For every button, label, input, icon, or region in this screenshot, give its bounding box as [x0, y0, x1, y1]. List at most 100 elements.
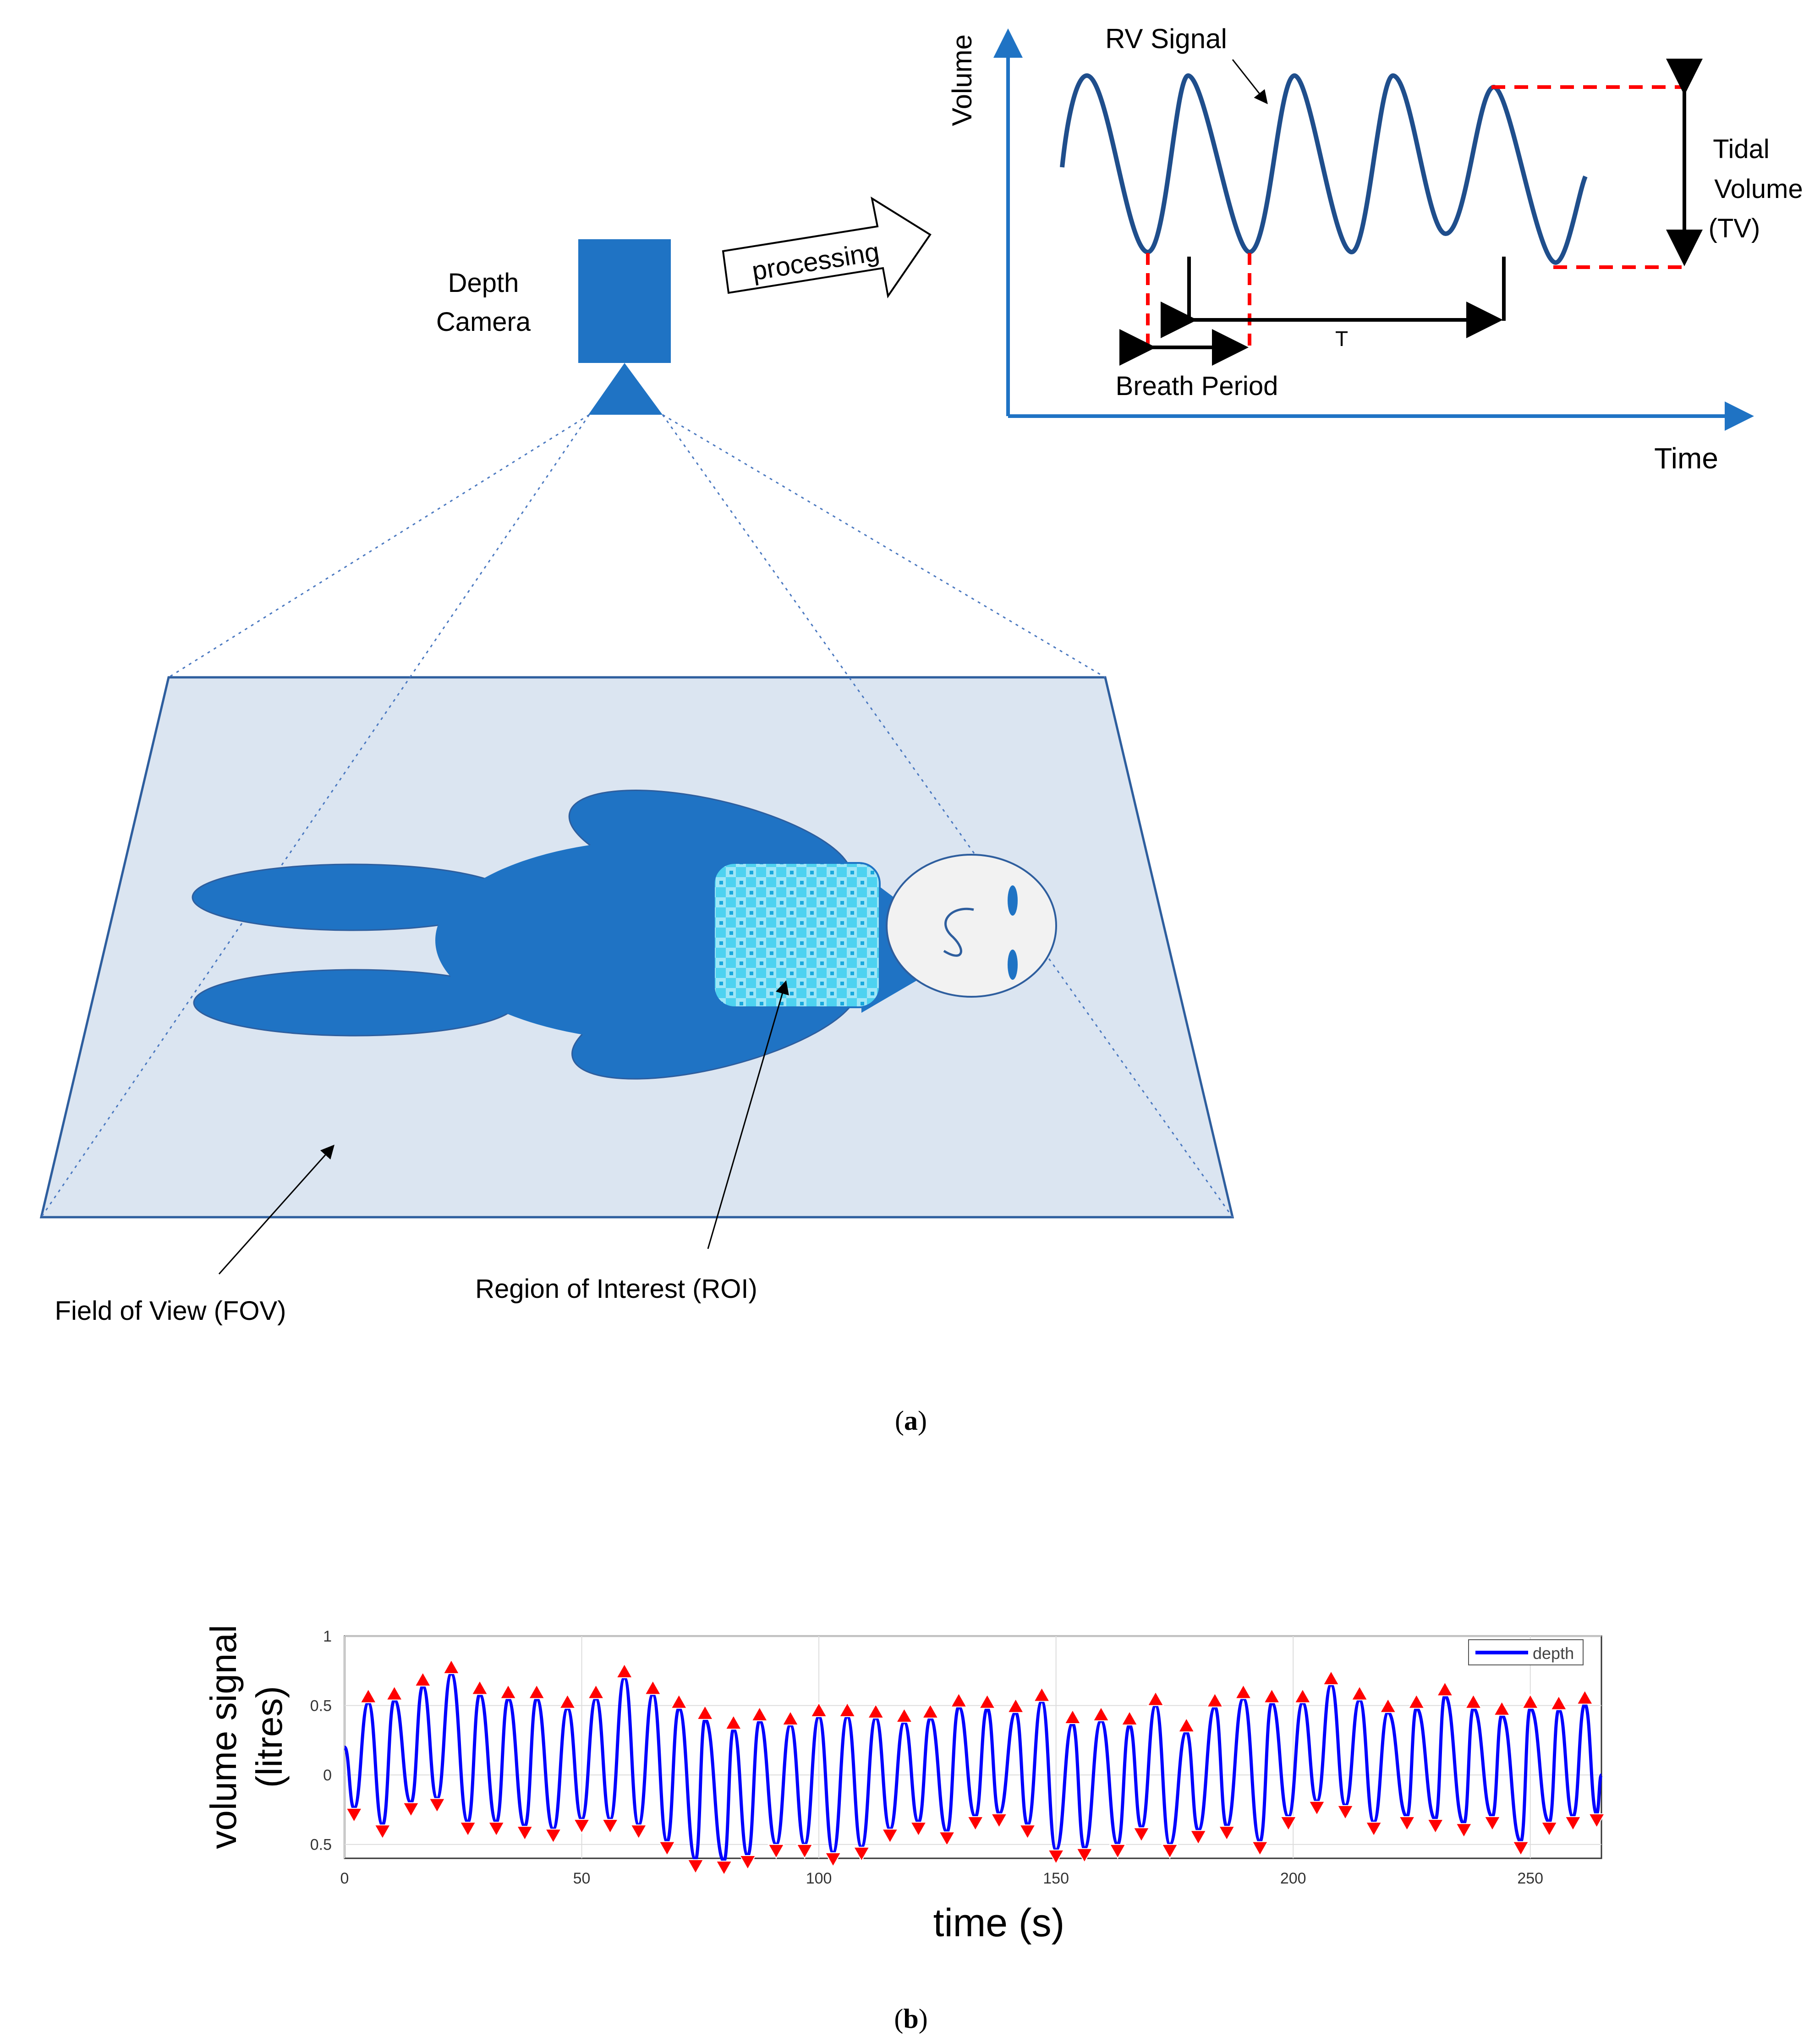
fov-label: Field of View (FOV): [55, 1296, 286, 1326]
tidal-label-line2: Volume: [1714, 174, 1803, 204]
chart-b-peak-marker: [950, 1692, 968, 1708]
chart-b-trough-marker: [428, 1798, 446, 1813]
fov-projection-lines: [40, 414, 1233, 1218]
chart-b-trough-marker: [1588, 1813, 1606, 1829]
chart-b-peak-marker: [1092, 1706, 1110, 1721]
chart-b-peak-marker: [782, 1710, 799, 1725]
chart-b-trough-marker: [345, 1807, 363, 1823]
chart-b-trough-marker: [1218, 1826, 1235, 1841]
chart-b-trough-marker: [1308, 1801, 1326, 1816]
chart-b-trough-marker: [881, 1829, 899, 1844]
chart-b-trough-marker: [1427, 1819, 1444, 1834]
processing-arrow: processing: [722, 196, 932, 299]
chart-b-x-tick-label: 0: [340, 1870, 349, 1887]
chart-b-peak-marker: [443, 1659, 460, 1674]
chart-b-trough-marker: [1484, 1816, 1501, 1832]
chart-b-peak-marker: [1464, 1693, 1482, 1709]
depth-camera-icon: [578, 239, 671, 415]
chart-b-peak-marker: [644, 1680, 662, 1695]
chart-b-peak-marker: [751, 1706, 768, 1721]
chart-b-peak-marker: [978, 1693, 996, 1709]
chart-b-trough-marker: [824, 1852, 842, 1867]
chart-b-x-tick-label: 250: [1517, 1870, 1543, 1887]
rv-y-axis-label: Volume: [947, 34, 977, 126]
chart-b-peak-marker: [615, 1663, 633, 1678]
legend-entry-depth: depth: [1533, 1644, 1574, 1663]
chart-b-trough-marker: [1109, 1844, 1126, 1859]
chart-b-trough-marker: [966, 1816, 984, 1832]
tidal-label-line3: (TV): [1709, 214, 1760, 243]
chart-b-trough-marker: [516, 1826, 534, 1841]
chart-b-peak-marker: [528, 1684, 545, 1699]
chart-b-trough-marker: [1133, 1827, 1150, 1843]
roi-pointer: [707, 980, 789, 1249]
chart-b-peak-marker: [1033, 1686, 1051, 1702]
chart-b-trough-marker: [910, 1822, 927, 1837]
chart-b-peak-marker: [1206, 1692, 1224, 1708]
head: [886, 854, 1057, 998]
chart-b-x-tick-label: 150: [1043, 1870, 1069, 1887]
chart-b-trough-marker: [1365, 1822, 1382, 1837]
chart-b-peak-marker: [1234, 1684, 1252, 1699]
chart-b-peak-marker: [1493, 1700, 1511, 1716]
tidal-label-line1: Tidal: [1713, 134, 1770, 164]
chart-b-peak-marker: [559, 1693, 576, 1709]
breath-period-label: Breath Period: [1116, 371, 1278, 401]
chart-b-peak-marker: [1294, 1688, 1311, 1703]
right-eye: [1008, 950, 1018, 980]
chart-b-peak-marker: [1436, 1681, 1454, 1697]
chart-b-trough-marker: [1337, 1805, 1354, 1820]
chart-b-peak-marker: [1576, 1689, 1594, 1705]
panel-b-caption: (b): [894, 2004, 927, 2034]
rv-signal-wave: [1060, 73, 1588, 265]
chart-b-peak-marker: [725, 1714, 742, 1730]
chart-b-peak-marker: [696, 1704, 714, 1720]
chart-b-trough-marker: [1251, 1841, 1269, 1856]
chart-b-trough-marker: [1564, 1816, 1582, 1832]
chart-b-peak-marker: [867, 1703, 885, 1719]
chart-b-peak-marker: [471, 1680, 488, 1695]
chart-b-trough-marker: [630, 1824, 647, 1840]
chart-b-trough-marker: [1512, 1841, 1529, 1856]
chart-b-trough-marker: [687, 1859, 704, 1875]
chart-b-trough-marker: [1076, 1848, 1093, 1863]
chart-b-peak-marker: [1322, 1670, 1340, 1686]
chart-b-peak-marker: [895, 1707, 913, 1723]
chart-b-peak-marker: [839, 1702, 856, 1717]
chart-b-peak-marker: [1178, 1717, 1195, 1733]
chart-b-peak-marker: [1379, 1697, 1397, 1713]
chart-b-y-tick-label: 1: [323, 1628, 332, 1645]
rv-signal-pointer: [1232, 59, 1268, 104]
chart-b-trough-marker: [796, 1844, 813, 1859]
chart-b-trough-marker: [488, 1822, 505, 1837]
chart-b-peak-marker: [1121, 1710, 1138, 1725]
chart-b-trough-marker: [459, 1822, 477, 1837]
chart-b-trough-marker: [739, 1855, 757, 1870]
chart-b-peak-marker: [385, 1685, 403, 1701]
chart-b-peak-marker: [1263, 1688, 1281, 1703]
camera-label-line1: Depth: [448, 268, 519, 298]
chart-b-trough-marker: [990, 1813, 1008, 1829]
chart-b-ylabel-line2: (litres): [249, 1686, 290, 1788]
rv-chart: Volume Time RV Signal Breath Period T Ti…: [947, 23, 1803, 475]
chart-b-trough-marker: [1280, 1816, 1297, 1832]
chart-b-ylabel-line1: volume signal: [203, 1625, 244, 1849]
chart-b-trough-marker: [715, 1861, 733, 1876]
chart-b-x-tick-label: 50: [573, 1870, 591, 1887]
chart-b-peak-marker: [1408, 1693, 1425, 1709]
roi-label: Region of Interest (ROI): [475, 1274, 757, 1304]
period-t-label: T: [1335, 327, 1348, 351]
chart-b-trough-marker: [601, 1819, 619, 1834]
chart-b-y-tick-label: 0.5: [310, 1697, 332, 1715]
chart-b-peak-marker: [499, 1684, 517, 1699]
chart-b-x-tick-label: 200: [1280, 1870, 1306, 1887]
camera-label-line2: Camera: [436, 307, 531, 337]
chart-b-peak-marker: [670, 1693, 688, 1709]
chart-b-peak-marker: [1550, 1695, 1568, 1710]
chart-b-trough-marker: [1047, 1849, 1065, 1865]
chart-b-trough-marker: [1161, 1844, 1179, 1859]
chart-b-trough-marker: [1455, 1823, 1473, 1839]
chart-b-peak-marker: [587, 1684, 605, 1699]
